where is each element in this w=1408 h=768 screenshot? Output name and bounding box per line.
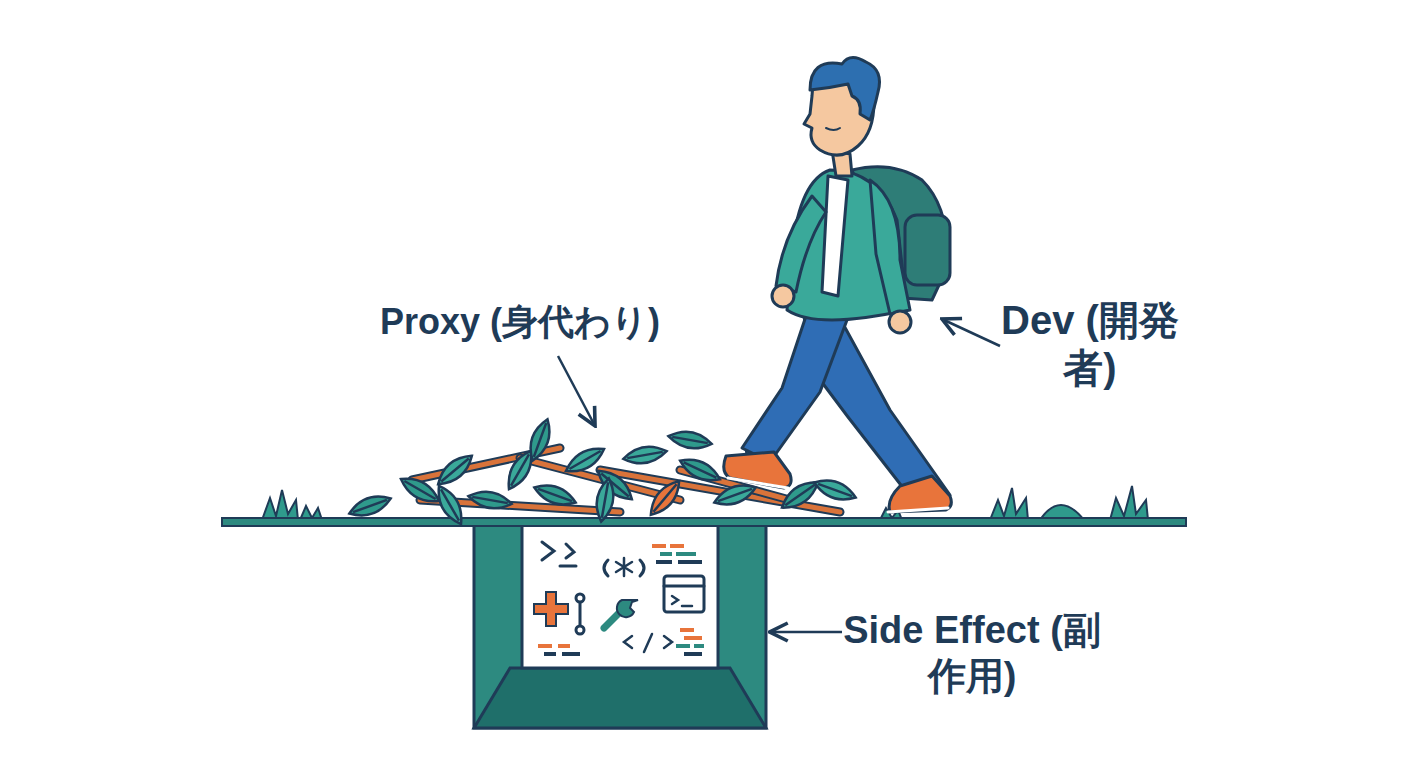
callout-label: Dev (開発者) bbox=[995, 296, 1185, 392]
leaf bbox=[525, 417, 555, 464]
leaf bbox=[397, 472, 443, 508]
code-icons bbox=[542, 542, 704, 652]
ground bbox=[222, 518, 1186, 526]
callout-label: Proxy (身代わり) bbox=[300, 300, 740, 343]
leaf bbox=[645, 476, 686, 520]
leaf bbox=[347, 491, 394, 521]
leaf bbox=[712, 480, 759, 510]
leaf bbox=[467, 488, 513, 511]
leaf bbox=[532, 480, 579, 510]
plus-icon bbox=[534, 592, 568, 626]
pit bbox=[474, 522, 766, 728]
leaf bbox=[812, 475, 859, 505]
leaf bbox=[433, 450, 477, 491]
leaf bbox=[622, 443, 668, 466]
developer-figure bbox=[724, 57, 952, 512]
leaf bbox=[667, 428, 713, 451]
leaf bbox=[432, 482, 468, 528]
leaf bbox=[593, 477, 616, 523]
callout-label: Side Effect (副作用) bbox=[837, 608, 1107, 699]
leaf bbox=[677, 453, 724, 486]
leader-arrows bbox=[558, 320, 1000, 632]
code-dashes bbox=[538, 546, 704, 654]
